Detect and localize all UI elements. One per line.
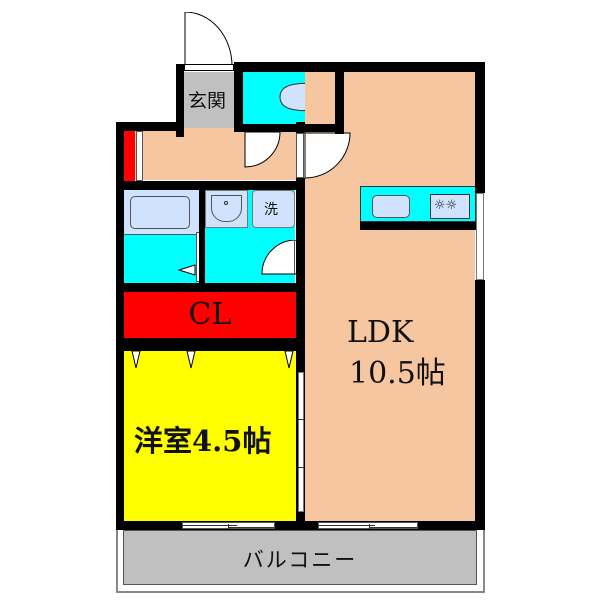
wall — [199, 190, 205, 292]
balcony-label: バルコニー — [242, 548, 358, 572]
window-western-room[interactable] — [182, 522, 275, 529]
closet: CL — [124, 292, 296, 338]
wall — [116, 181, 305, 190]
ldk-label-line2: 10.5帖 — [349, 356, 446, 391]
entrance-door-swing-icon — [184, 12, 233, 67]
wall — [234, 124, 344, 132]
window-kitchen[interactable] — [476, 193, 484, 280]
washing-machine-label: 洗 — [264, 202, 278, 218]
wall — [296, 122, 305, 133]
kitchen-counter-wall — [360, 222, 476, 230]
entrance-door[interactable] — [184, 64, 234, 71]
wall — [234, 62, 485, 72]
window-ldk[interactable] — [318, 522, 418, 529]
stove: ☼☼ — [430, 194, 470, 219]
ldk-label-line1: LDK — [347, 315, 414, 350]
wall — [475, 280, 485, 530]
western-room-sliding-door[interactable] — [298, 372, 304, 512]
toilet-door-swing-icon — [244, 132, 281, 168]
wall — [335, 62, 344, 134]
wall — [296, 178, 305, 530]
western-room: 洋室4.5帖 — [124, 351, 296, 521]
wall — [116, 338, 305, 351]
ldk-door-swing-icon — [304, 132, 351, 179]
shoe-storage — [124, 131, 135, 181]
western-room-label: 洋室4.5帖 — [134, 424, 272, 458]
wash-basin-icon — [211, 195, 242, 222]
wall — [475, 62, 485, 193]
wall — [176, 64, 184, 137]
wall — [116, 122, 124, 530]
closet-door-handles-icon — [131, 351, 294, 369]
entrance: 玄関 — [184, 72, 234, 128]
wall — [234, 62, 243, 128]
wash-basin — [205, 190, 248, 228]
washing-machine: 洗 — [252, 190, 295, 228]
stove-burners-icon: ☼☼ — [434, 198, 458, 213]
washroom-door-swing-icon — [261, 240, 297, 275]
entrance-label: 玄関 — [188, 90, 227, 112]
bathtub-icon — [130, 196, 190, 229]
wall — [116, 122, 184, 131]
kitchen-sink-icon — [372, 195, 410, 218]
wall — [116, 521, 485, 530]
shoe-storage-door[interactable] — [136, 131, 143, 181]
closet-label: CL — [188, 297, 232, 332]
ldk-door[interactable] — [296, 133, 304, 178]
bathroom-door-handle-icon — [178, 264, 196, 276]
balcony: バルコニー — [123, 530, 477, 585]
wall — [116, 283, 305, 292]
